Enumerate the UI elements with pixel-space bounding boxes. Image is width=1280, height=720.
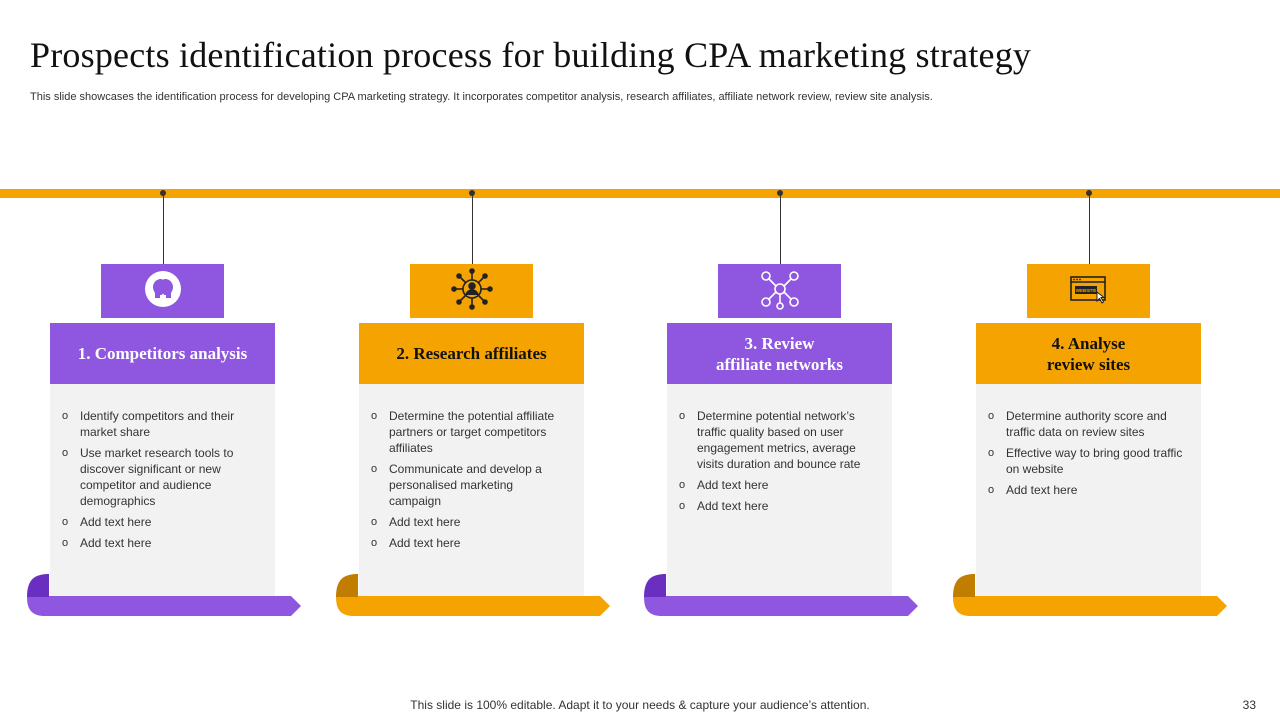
bullet-icon: o [988,447,995,459]
step-header: 1. Competitors analysis [50,323,275,384]
ribbon-arrow [27,574,301,616]
step-title-line: 4. Analyse [1051,333,1126,353]
slide-title: Prospects identification process for bui… [30,35,1032,75]
page-number: 33 [1242,698,1256,712]
slide-footer: This slide is 100% editable. Adapt it to… [410,698,870,712]
bullet-icon: o [679,500,686,512]
bullet-icon: o [371,516,378,528]
step-title-line: review sites [1046,354,1131,374]
ribbon-arrow [953,574,1227,616]
ribbon-arrow [644,574,918,616]
bullet-icon: o [62,447,69,459]
connector-line [780,193,781,264]
bullet-icon: o [371,410,378,422]
icon-box [410,264,533,318]
two-heads-icon [143,269,183,314]
step-header: 3. Review affiliate networks [667,323,892,384]
icon-box: WEBSITE [1027,264,1150,318]
network-person-icon [450,267,494,316]
bullet-icon: o [679,410,686,422]
website-label: WEBSITE [1075,288,1096,293]
bullet-icon: o [988,484,995,496]
timeline-bar [0,189,1280,198]
website-browser-icon: WEBSITE [1069,274,1109,309]
connector-line [1089,193,1090,264]
bullet-icon: o [371,537,378,549]
step-title-line: 3. Review [744,333,815,353]
connector-line [163,193,164,264]
slide-subtitle: This slide showcases the identification … [30,91,933,103]
step-title-line: 1. Competitors analysis [77,344,248,363]
bullet-icon: o [62,516,69,528]
connector-line [472,193,473,264]
step-header: 2. Research affiliates [359,323,584,384]
bullet-icon: o [62,537,69,549]
icon-box [101,264,224,318]
bullet-icon: o [988,410,995,422]
ribbon-arrow [336,574,610,616]
bullet-icon: o [62,410,69,422]
step-title-line: 2. Research affiliates [396,344,547,363]
step-header: 4. Analyse review sites [976,323,1201,384]
icon-box [718,264,841,318]
bullet-icon: o [371,463,378,475]
affiliate-network-icon [758,267,802,316]
bullet-icon: o [679,479,686,491]
step-title-line: affiliate networks [715,354,843,374]
